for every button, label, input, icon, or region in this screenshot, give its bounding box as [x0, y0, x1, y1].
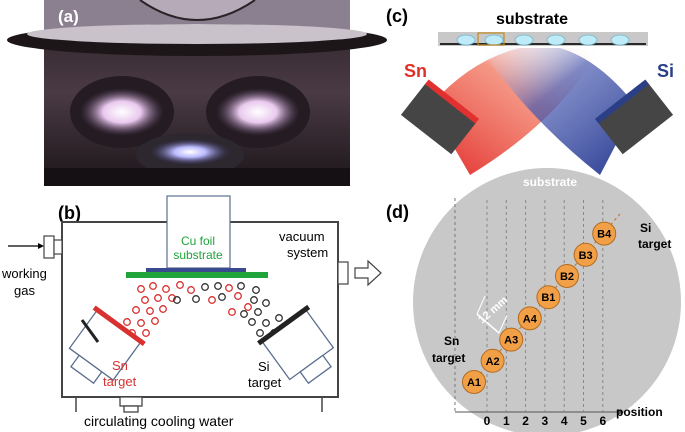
b-si-target-label: target: [248, 375, 282, 390]
panel-a-photo: (a): [7, 0, 387, 186]
si-plume: [480, 48, 636, 175]
sample-label-b3: B3: [579, 250, 593, 262]
position-tick-3: 3: [542, 414, 549, 428]
panel-d-label: (d): [386, 202, 409, 222]
position-tick-2: 2: [522, 414, 529, 428]
vacuum-label-2: system: [287, 245, 328, 260]
b-sn-target-label: target: [103, 374, 137, 389]
b-sn-label: Sn: [112, 358, 128, 373]
cu-foil-label: Cu foil: [181, 234, 215, 248]
sample-dot-b3: [573, 242, 598, 267]
d-sn-label: Sn: [444, 334, 459, 348]
cu-foil-strip: [126, 272, 268, 278]
c-si-target: [594, 79, 674, 155]
si-target-gun: [257, 304, 335, 385]
d-si-label: Si: [640, 221, 651, 235]
c-substrate-label: substrate: [496, 11, 568, 28]
sample-label-b4: B4: [597, 229, 612, 241]
c-si-label: Si: [657, 61, 674, 81]
cooling-water-label: circulating cooling water: [84, 413, 234, 429]
position-tick-1: 1: [503, 414, 510, 428]
sample-dot-b4: [592, 221, 617, 246]
d-position-label: position: [616, 405, 663, 419]
sample-label-a2: A2: [486, 356, 500, 368]
sample-dot-a4: [517, 306, 542, 331]
sample-label-a4: A4: [523, 313, 538, 325]
c-sn-label: Sn: [404, 61, 427, 81]
position-tick-4: 4: [561, 414, 568, 428]
sample-dot-b1: [536, 285, 561, 310]
position-tick-5: 5: [580, 414, 587, 428]
working-gas-label-2: gas: [14, 283, 35, 298]
vacuum-label-1: vacuum: [279, 229, 325, 244]
position-tick-6: 6: [599, 414, 606, 428]
vacuum-arrow-icon: [354, 259, 382, 287]
d-sn-target-label: target: [432, 351, 465, 365]
sample-dot-a3: [499, 327, 524, 352]
panel-c-plume: (c) substrate Sn Si: [386, 6, 674, 175]
panel-c-label: (c): [386, 6, 408, 26]
sample-dot-a1: [462, 370, 486, 394]
gas-port: [43, 235, 55, 259]
sample-label-b2: B2: [560, 271, 574, 283]
substrate-holder: [166, 195, 231, 269]
vacuum-port: [337, 261, 349, 285]
sample-label-a1: A1: [467, 377, 481, 389]
b-si-label: Si: [258, 359, 270, 374]
substrate-plate: [146, 268, 246, 272]
c-sn-target: [400, 79, 480, 155]
position-tick-0: 0: [484, 414, 491, 428]
cooling-water-port: [119, 396, 143, 407]
panel-b-label: (b): [58, 203, 81, 223]
d-si-target-label: target: [638, 237, 671, 251]
panel-a-label: (a): [58, 7, 79, 26]
sample-label-b1: B1: [541, 292, 555, 304]
panel-b-schematic: (b) Cu foil substrate working gas vacuum…: [1, 195, 382, 429]
sample-dot-b2: [555, 264, 579, 288]
sample-dot-a2: [480, 348, 505, 373]
d-substrate-label: substrate: [523, 175, 577, 189]
working-gas-label-1: working: [1, 266, 47, 281]
sample-label-a3: A3: [504, 335, 518, 347]
b-substrate-label: substrate: [173, 248, 223, 262]
c-sample-domes: [456, 34, 630, 46]
gas-arrow-icon: [38, 243, 44, 249]
